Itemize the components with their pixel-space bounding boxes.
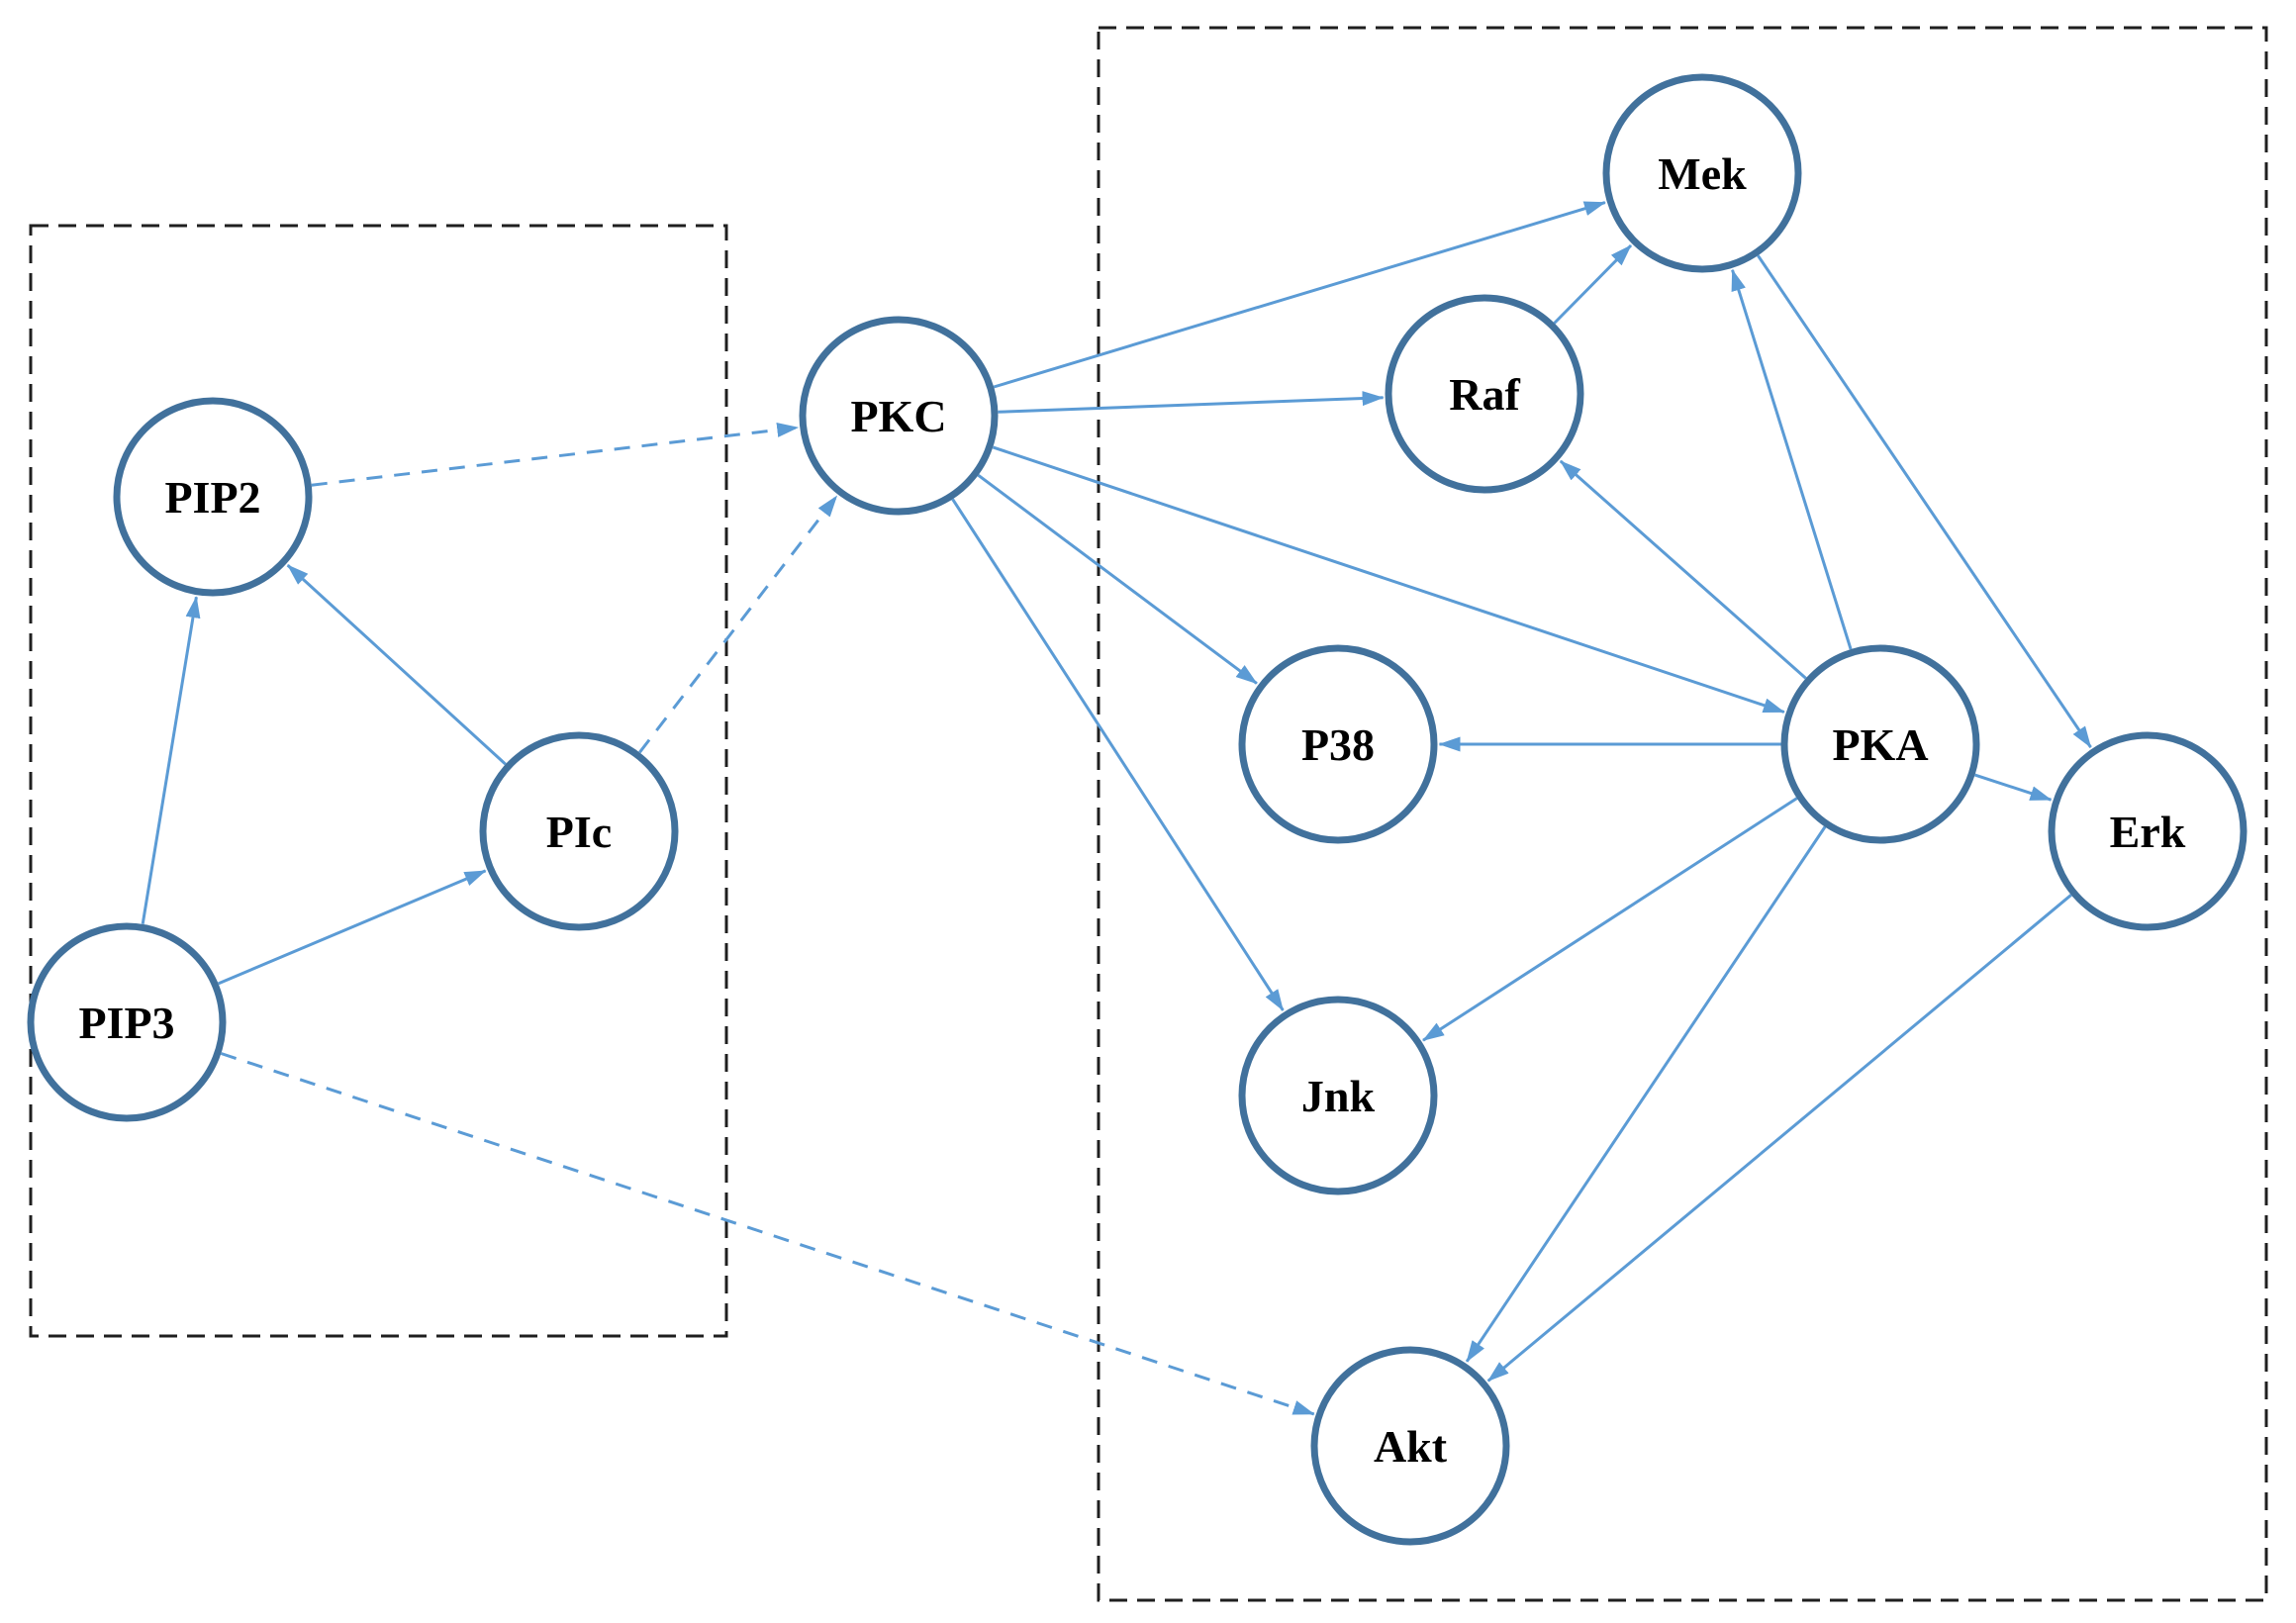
- node-label-PKA: PKA: [1832, 719, 1928, 770]
- node-label-Akt: Akt: [1374, 1421, 1448, 1472]
- edge-PKA-Akt-solid: [1465, 825, 1827, 1363]
- node-label-PIc: PIc: [546, 807, 612, 857]
- node-circle-Raf: [1385, 294, 1584, 494]
- node-PKC: PKC: [799, 316, 999, 516]
- node-Erk: Erk: [2048, 731, 2248, 931]
- edge-PKA-Erk-solid: [1974, 773, 2053, 802]
- node-circle-P38: [1238, 644, 1438, 844]
- edge-Raf-Mek-solid: [1553, 243, 1633, 325]
- edge-PIP3-Akt-dashed: [220, 1052, 1315, 1416]
- edge-PKA-Raf-solid: [1559, 459, 1807, 680]
- edge-PIP3-PIP2-solid: [141, 596, 201, 925]
- node-Raf: Raf: [1385, 294, 1584, 494]
- node-label-PIP2: PIP2: [164, 472, 260, 523]
- group-box-left-group: [29, 224, 728, 1338]
- node-P38: P38: [1238, 644, 1438, 844]
- edge-PIP3-PIc-solid: [218, 869, 487, 986]
- edge-PKC-PKA-solid: [992, 445, 1785, 714]
- edge-PIc-PIP2-solid: [286, 563, 507, 766]
- node-label-Mek: Mek: [1658, 148, 1747, 199]
- node-Jnk: Jnk: [1238, 996, 1438, 1195]
- node-PIP2: PIP2: [113, 397, 313, 597]
- node-Mek: Mek: [1602, 73, 1802, 273]
- edge-PKC-Mek-solid: [993, 201, 1606, 389]
- node-label-Raf: Raf: [1449, 369, 1520, 420]
- node-label-Jnk: Jnk: [1301, 1071, 1376, 1121]
- node-circle-PKC: [799, 316, 999, 516]
- node-circle-Akt: [1310, 1346, 1510, 1546]
- node-circle-PIc: [479, 731, 679, 931]
- group-box-right-group: [1097, 26, 2268, 1602]
- node-label-Erk: Erk: [2110, 807, 2186, 857]
- edge-PIP2-PKC-dashed: [311, 423, 800, 487]
- node-circle-Jnk: [1238, 996, 1438, 1195]
- edges-layer: [141, 201, 2092, 1416]
- node-PIP3: PIP3: [27, 922, 227, 1122]
- node-Akt: Akt: [1310, 1346, 1510, 1546]
- edge-PKC-Jnk-solid: [951, 498, 1285, 1011]
- edge-PKC-Raf-solid: [998, 391, 1385, 414]
- node-circle-Mek: [1602, 73, 1802, 273]
- edge-PKA-Jnk-solid: [1422, 797, 1798, 1042]
- node-circle-PIP3: [27, 922, 227, 1122]
- edge-PIc-PKC-dashed: [638, 495, 838, 754]
- edge-Mek-Erk-solid: [1757, 254, 2092, 748]
- node-label-PKC: PKC: [850, 391, 946, 441]
- edge-PKA-Mek-solid: [1731, 268, 1853, 650]
- node-circle-PKA: [1780, 644, 1980, 844]
- node-circle-Erk: [2048, 731, 2248, 931]
- edge-Erk-Akt-solid: [1486, 894, 2072, 1383]
- node-PKA: PKA: [1780, 644, 1980, 844]
- group-boxes-layer: [29, 26, 2268, 1602]
- node-PIc: PIc: [479, 731, 679, 931]
- edge-PKC-P38-solid: [977, 473, 1258, 685]
- node-label-PIP3: PIP3: [78, 998, 174, 1048]
- node-label-P38: P38: [1301, 719, 1375, 770]
- node-circle-PIP2: [113, 397, 313, 597]
